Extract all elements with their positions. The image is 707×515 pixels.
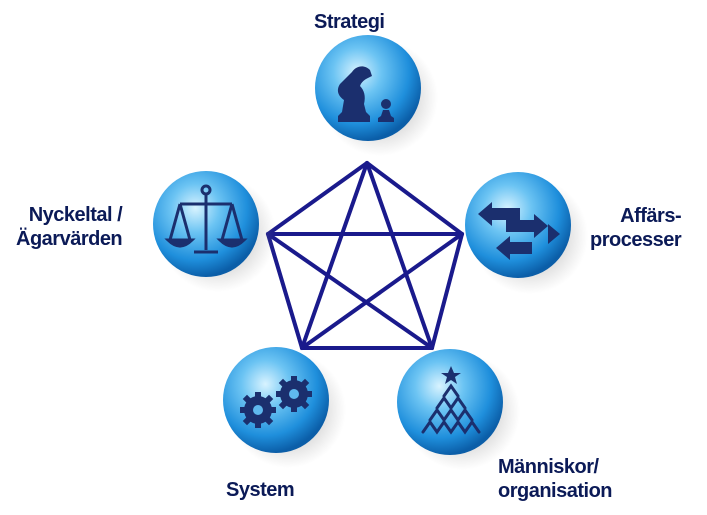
edge-system-nyckeltal (266, 232, 304, 350)
people-pyramid-icon (421, 366, 481, 435)
node-strategi (315, 35, 438, 156)
node-nyckeltal (153, 171, 276, 292)
label-line: System (226, 479, 295, 501)
sphere (315, 35, 421, 141)
process-arrows-icon (478, 202, 560, 260)
node-manniskor (397, 349, 520, 470)
edge-affar-manniskor (430, 232, 464, 350)
balance-scale-icon (164, 184, 248, 254)
label-line: Nyckeltal / (28, 204, 123, 226)
label-nyckeltal: Nyckeltal / Ägarvärden (16, 203, 123, 251)
label-line: Strategi (314, 11, 385, 33)
node-system (223, 347, 346, 468)
connection-lines (266, 161, 464, 350)
label-manniskor: Människor/ organisation (498, 455, 613, 503)
edge-affar-system (300, 232, 464, 350)
edge-strategi-affar (365, 161, 464, 236)
label-affarsprocesser: Affärs- processer (590, 204, 682, 252)
label-line: Ägarvärden (16, 228, 123, 250)
label-line: Människor/ (498, 456, 599, 478)
label-line: organisation (498, 480, 613, 502)
label-line: processer (590, 229, 682, 251)
edge-strategi-manniskor (365, 161, 434, 350)
sphere (397, 349, 503, 455)
chess-pieces-icon (337, 66, 394, 122)
label-system: System (226, 478, 295, 502)
node-affarsprocesser (465, 172, 588, 294)
edge-strategi-system (300, 161, 369, 350)
gears-icon (240, 376, 312, 428)
label-line: Affärs- (620, 205, 682, 227)
sphere (223, 347, 329, 453)
label-strategi: Strategi (314, 10, 385, 34)
edge-nyckeltal-strategi (266, 161, 369, 236)
edge-nyckeltal-manniskor (266, 232, 434, 350)
